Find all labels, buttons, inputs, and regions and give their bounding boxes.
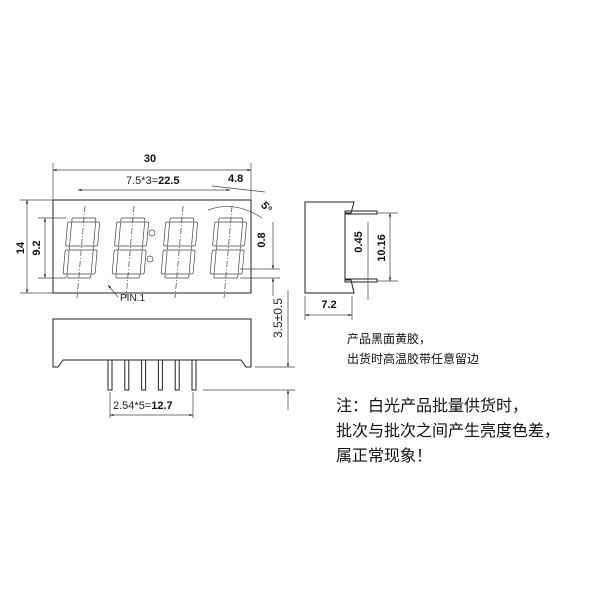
colon-dot-upper: [148, 229, 156, 237]
pin-span-label: 10.16: [376, 234, 388, 262]
digit-centerline: [76, 206, 86, 298]
pin-offset-label: 0.8: [256, 232, 268, 247]
digit-height-label: 9.2: [31, 240, 43, 255]
display-body-outline: [52, 199, 252, 294]
segment: [111, 249, 119, 275]
seven-segment-digit: [160, 206, 198, 298]
slant-label: 5°: [258, 200, 274, 216]
digit-width-label: 4.8: [228, 173, 243, 185]
segment: [93, 221, 100, 247]
pin: [107, 359, 113, 391]
note-line-2: 出货时高温胶带任意留边: [347, 352, 480, 366]
pitch-label: 7.5*3=22.5: [126, 175, 180, 187]
side-pin-top: [344, 210, 378, 215]
pin: [174, 359, 180, 391]
pin: [141, 359, 147, 391]
segment: [212, 221, 219, 247]
pin1-leader: [107, 284, 119, 298]
segment: [114, 221, 121, 247]
digit-centerline: [174, 206, 184, 298]
segment: [237, 249, 245, 275]
digit-width-dimension-line: [211, 185, 266, 193]
segment: [188, 249, 196, 275]
side-pin-bottom: [344, 278, 378, 283]
seven-segment-digit: [111, 206, 149, 298]
width-label: 30: [144, 153, 156, 165]
seven-segment-digit: [62, 206, 100, 298]
segment: [240, 221, 247, 247]
bottom-view: 2.54*5=12.7 3.5±0.5: [52, 290, 295, 418]
warning-line-2: 批次与批次之间产生亮度色差，: [336, 421, 561, 440]
pin-pitch-label: 2.54*5=12.7: [113, 400, 173, 412]
pin1-label: PIN.1: [120, 293, 145, 304]
pin: [124, 359, 130, 391]
seven-segment-digit: [209, 206, 247, 298]
pin-group: [107, 359, 197, 391]
note-line-1: 产品黑面黄胶，: [347, 332, 432, 346]
segment: [62, 249, 70, 275]
colon-dot-lower: [146, 255, 154, 263]
pin-thickness-label: 0.45: [353, 231, 365, 252]
pin-length-label: 3.5±0.5: [271, 298, 285, 338]
segment: [65, 221, 72, 247]
segment: [209, 249, 217, 275]
warning-line-1: 注：白光产品批量供货时，: [336, 396, 529, 415]
front-view: 30 7.5*3=22.5 4.8 5° 14 9.2 0.8 PIN.1: [15, 153, 280, 304]
pin: [191, 359, 197, 391]
segment: [191, 221, 198, 247]
digit-centerline: [125, 206, 135, 298]
slant-arc: [207, 206, 263, 219]
bottom-body-outline: [52, 318, 252, 368]
segment: [142, 221, 149, 247]
segment: [139, 249, 147, 275]
warning-line-3: 属正常现象！: [336, 446, 433, 465]
segment: [163, 221, 170, 247]
segment: [160, 249, 168, 275]
digit-centerline: [223, 206, 233, 298]
segment: [90, 249, 98, 275]
pin: [157, 359, 163, 391]
side-view: 10.16 0.45 7.2: [304, 201, 398, 320]
height-label: 14: [15, 241, 27, 254]
depth-label: 7.2: [321, 299, 336, 311]
digit-group: [62, 206, 247, 298]
